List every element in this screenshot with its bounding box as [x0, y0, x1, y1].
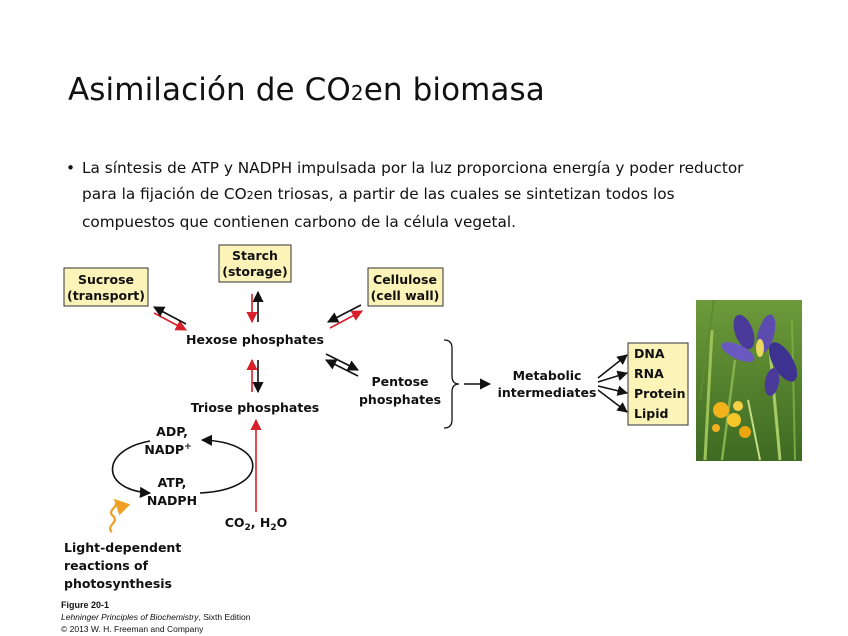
cellulose-box: Cellulose (cell wall)	[367, 267, 444, 307]
co2-h2o-label: CO2, H2O	[225, 515, 288, 533]
sucrose-box: Sucrose (transport)	[63, 267, 149, 307]
light-squiggle-icon	[109, 498, 131, 533]
bullet-text: La síntesis de ATP y NADPH impulsada por…	[82, 159, 744, 231]
iris-flower-photo	[696, 299, 802, 461]
photosynthesis-label: photosynthesis	[64, 576, 172, 591]
figure-number: Figure 20-1	[61, 600, 109, 610]
figure-copyright: © 2013 W. H. Freeman and Company	[61, 624, 204, 634]
cellulose-label: Cellulose	[373, 272, 437, 287]
cellulose-sublabel: (cell wall)	[371, 288, 440, 303]
starch-sublabel: (storage)	[222, 264, 287, 279]
product-lipid: Lipid	[634, 406, 668, 421]
brace-icon	[443, 339, 460, 429]
sucrose-label: Sucrose	[78, 272, 134, 287]
product-rna: RNA	[634, 366, 664, 381]
nadp-label: NADP+	[144, 442, 191, 457]
bullet-dot-icon: •	[66, 159, 76, 177]
sucrose-hexose-arrows	[153, 306, 187, 331]
nadph-label: NADPH	[147, 493, 197, 508]
metabolic-label: Metabolic	[513, 368, 582, 383]
light-dependent-label: Light-dependent	[64, 540, 181, 555]
figure-source: Lehninger Principles of Biochemistry, Si…	[61, 612, 251, 622]
cycle-left-arrow	[111, 440, 152, 498]
triose-hexose-arrows	[246, 358, 264, 394]
triose-phosphates-label: Triose phosphates	[191, 400, 320, 415]
hexose-pentose-arrows	[324, 353, 360, 377]
starch-label: Starch	[232, 248, 278, 263]
product-dna: DNA	[634, 346, 665, 361]
pentose-sublabel: phosphates	[359, 392, 441, 407]
slide-title: Asimilación de CO2en biomasa	[68, 72, 545, 108]
adp-label: ADP,	[156, 424, 188, 439]
products-box: DNA RNA Protein Lipid	[627, 342, 689, 426]
metabolic-sublabel: intermediates	[498, 385, 597, 400]
sucrose-sublabel: (transport)	[67, 288, 145, 303]
pentose-label: Pentose	[371, 374, 428, 389]
cycle-right-arrow	[199, 434, 254, 494]
starch-box: Starch (storage)	[218, 244, 292, 283]
cellulose-hexose-arrows	[327, 304, 363, 329]
atp-label: ATP,	[158, 475, 187, 490]
starch-hexose-arrows	[246, 290, 264, 324]
bullet-point: • La síntesis de ATP y NADPH impulsada p…	[66, 155, 766, 235]
product-arrows	[597, 354, 629, 413]
product-protein: Protein	[634, 386, 686, 401]
hexose-phosphates-label: Hexose phosphates	[186, 332, 324, 347]
light-reactions-label: reactions of	[64, 558, 149, 573]
